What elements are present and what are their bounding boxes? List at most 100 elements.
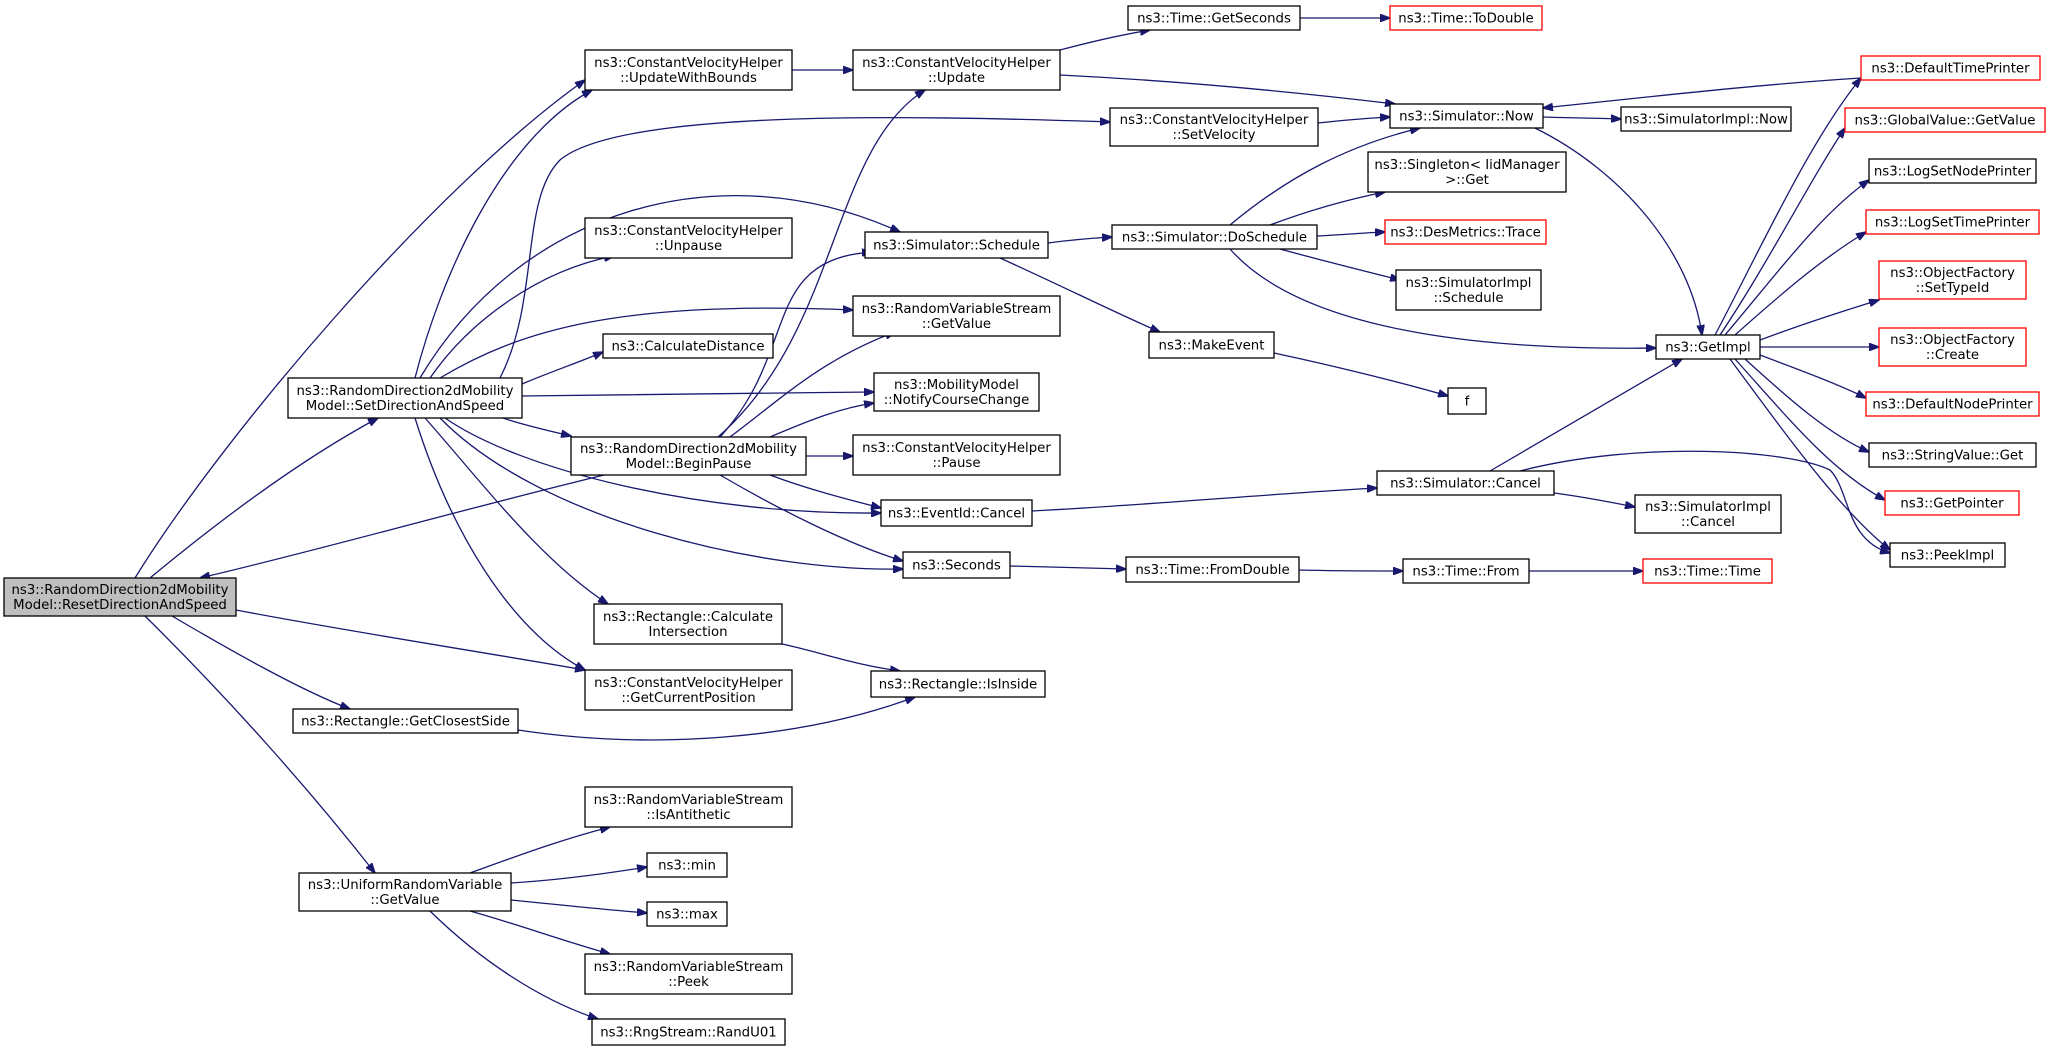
node-time_todouble[interactable]: ns3::Time::ToDouble bbox=[1389, 5, 1543, 31]
node-box bbox=[1860, 55, 2041, 81]
edge-sim_sched-to-sim_dosched bbox=[1047, 237, 1112, 244]
node-label: ns3::Time::GetSeconds bbox=[1137, 12, 1291, 27]
edge-getimpl-to-getpointer bbox=[1734, 358, 1885, 500]
node-label: ns3::DefaultNodePrinter bbox=[1872, 398, 2033, 413]
node-cvh_unpause[interactable]: ns3::ConstantVelocityHelper::Unpause bbox=[584, 217, 793, 259]
node-label: ::UpdateWithBounds bbox=[620, 71, 757, 86]
node-label: ::GetValue bbox=[370, 893, 439, 908]
node-label: ::GetCurrentPosition bbox=[621, 691, 755, 706]
node-calcdist[interactable]: ns3::CalculateDistance bbox=[602, 333, 774, 359]
node-label: ns3::RandomDirection2dMobility bbox=[11, 583, 228, 598]
node-time_fd[interactable]: ns3::Time::FromDouble bbox=[1125, 556, 1300, 583]
node-box bbox=[873, 372, 1040, 412]
node-min[interactable]: ns3::min bbox=[646, 852, 728, 878]
node-sim_cancel[interactable]: ns3::Simulator::Cancel bbox=[1376, 470, 1555, 496]
node-label: ::Create bbox=[1926, 348, 1979, 363]
edge-sim_dosched-to-sim_now bbox=[1229, 128, 1420, 226]
node-box bbox=[298, 872, 512, 912]
node-time_from[interactable]: ns3::Time::From bbox=[1402, 558, 1530, 584]
edge-sim_cancel-to-simimpl_cancel bbox=[1553, 492, 1635, 507]
edge-time_fd-to-time_from bbox=[1298, 570, 1403, 571]
edge-root-to-cvh_ub bbox=[134, 80, 585, 579]
node-sim_sched[interactable]: ns3::Simulator::Schedule bbox=[864, 231, 1049, 259]
edges-layer bbox=[134, 18, 1890, 1019]
node-label: ns3::max bbox=[656, 908, 718, 923]
node-box bbox=[852, 434, 1061, 476]
node-defnp[interactable]: ns3::DefaultNodePrinter bbox=[1865, 391, 2040, 417]
edge-setdir-to-rvs_getvalue bbox=[439, 308, 853, 379]
node-box bbox=[880, 499, 1033, 527]
node-urv[interactable]: ns3::UniformRandomVariable::GetValue bbox=[298, 872, 512, 912]
node-cvh_gcp[interactable]: ns3::ConstantVelocityHelper::GetCurrentP… bbox=[584, 669, 793, 711]
node-label: ns3::UniformRandomVariable bbox=[308, 878, 503, 893]
node-cvh_update[interactable]: ns3::ConstantVelocityHelper::Update bbox=[852, 49, 1061, 91]
node-rect_inside[interactable]: ns3::Rectangle::IsInside bbox=[870, 670, 1046, 698]
node-label: ns3::GetPointer bbox=[1900, 497, 2004, 512]
node-root[interactable]: ns3::RandomDirection2dMobilityModel::Res… bbox=[3, 577, 237, 617]
edge-cvh_update-to-sim_now bbox=[1059, 74, 1395, 104]
node-sim_now[interactable]: ns3::Simulator::Now bbox=[1389, 103, 1544, 129]
node-sim_dosched[interactable]: ns3::Simulator::DoSchedule bbox=[1111, 224, 1318, 250]
node-box bbox=[1389, 103, 1544, 129]
node-simimpl_now[interactable]: ns3::SimulatorImpl::Now bbox=[1620, 106, 1792, 132]
node-singleton[interactable]: ns3::Singleton< IidManager>::Get bbox=[1367, 151, 1567, 193]
node-randu01[interactable]: ns3::RngStream::RandU01 bbox=[591, 1018, 786, 1046]
node-seconds[interactable]: ns3::Seconds bbox=[902, 551, 1011, 579]
node-of_create[interactable]: ns3::ObjectFactory::Create bbox=[1878, 327, 2027, 367]
node-desmetrics[interactable]: ns3::DesMetrics::Trace bbox=[1384, 219, 1547, 245]
node-getclosest[interactable]: ns3::Rectangle::GetClosestSide bbox=[292, 708, 519, 734]
node-evid_cancel[interactable]: ns3::EventId::Cancel bbox=[880, 499, 1033, 527]
node-label: ::SetTypeId bbox=[1916, 281, 1990, 296]
edge-sim_sched-to-makeevent bbox=[999, 257, 1160, 332]
node-rvs_peek[interactable]: ns3::RandomVariableStream::Peek bbox=[584, 953, 793, 995]
node-mm_ncc[interactable]: ns3::MobilityModel::NotifyCourseChange bbox=[873, 372, 1040, 412]
node-beginpause[interactable]: ns3::RandomDirection2dMobilityModel::Beg… bbox=[570, 436, 807, 476]
node-max[interactable]: ns3::max bbox=[646, 901, 728, 927]
node-getpointer[interactable]: ns3::GetPointer bbox=[1884, 490, 2020, 516]
node-cvh_setvel[interactable]: ns3::ConstantVelocityHelper::SetVelocity bbox=[1109, 107, 1319, 147]
node-getimpl[interactable]: ns3::GetImpl bbox=[1655, 334, 1761, 360]
node-of_settypeid[interactable]: ns3::ObjectFactory::SetTypeId bbox=[1878, 260, 2027, 300]
node-deftp[interactable]: ns3::DefaultTimePrinter bbox=[1860, 55, 2041, 81]
edge-seconds-to-time_fd bbox=[1009, 566, 1126, 569]
node-sv_get[interactable]: ns3::StringValue::Get bbox=[1868, 442, 2037, 468]
node-label: ::Pause bbox=[932, 456, 980, 471]
node-box bbox=[870, 670, 1046, 698]
node-gv_getvalue[interactable]: ns3::GlobalValue::GetValue bbox=[1844, 107, 2046, 133]
node-setdir[interactable]: ns3::RandomDirection2dMobilityModel::Set… bbox=[287, 377, 523, 419]
node-box bbox=[646, 852, 728, 878]
node-label: ns3::MakeEvent bbox=[1159, 339, 1265, 354]
edge-setdir-to-calcdist bbox=[521, 352, 603, 385]
node-f[interactable]: f bbox=[1447, 387, 1487, 415]
node-label: ns3::Simulator::Schedule bbox=[873, 239, 1040, 254]
node-label: f bbox=[1465, 395, 1470, 410]
node-box bbox=[287, 377, 523, 419]
node-simimpl_cancel[interactable]: ns3::SimulatorImpl::Cancel bbox=[1634, 494, 1782, 534]
node-logsettp[interactable]: ns3::LogSetTimePrinter bbox=[1865, 209, 2040, 235]
edge-cvh_setvel-to-sim_now bbox=[1317, 117, 1390, 124]
node-box bbox=[593, 603, 783, 645]
node-box bbox=[1878, 260, 2027, 300]
node-time_gs[interactable]: ns3::Time::GetSeconds bbox=[1127, 5, 1301, 31]
node-rvs_getvalue[interactable]: ns3::RandomVariableStream::GetValue bbox=[852, 295, 1061, 337]
node-simimpl_sched[interactable]: ns3::SimulatorImpl::Schedule bbox=[1395, 269, 1542, 311]
node-peekimpl[interactable]: ns3::PeekImpl bbox=[1889, 542, 2006, 568]
node-label: ::Schedule bbox=[1433, 291, 1503, 306]
node-rvs_anti[interactable]: ns3::RandomVariableStream::IsAntithetic bbox=[584, 786, 793, 828]
node-cvh_ub[interactable]: ns3::ConstantVelocityHelper::UpdateWithB… bbox=[584, 49, 793, 91]
edge-beginpause-to-sim_sched bbox=[719, 252, 872, 438]
node-cvh_pause[interactable]: ns3::ConstantVelocityHelper::Pause bbox=[852, 434, 1061, 476]
node-label: ::Update bbox=[928, 71, 985, 86]
node-makeevent[interactable]: ns3::MakeEvent bbox=[1148, 331, 1275, 359]
edge-sim_dosched-to-singleton bbox=[1269, 192, 1385, 226]
node-label: ::Cancel bbox=[1681, 515, 1735, 530]
node-logsetnp[interactable]: ns3::LogSetNodePrinter bbox=[1868, 158, 2037, 184]
node-box bbox=[1402, 558, 1530, 584]
edge-setdir-to-evid_cancel bbox=[444, 417, 881, 513]
node-box bbox=[1389, 5, 1543, 31]
node-time_time[interactable]: ns3::Time::Time bbox=[1642, 558, 1773, 584]
node-label: ns3::RandomDirection2dMobility bbox=[296, 384, 513, 399]
node-box bbox=[1109, 107, 1319, 147]
edge-urv-to-min bbox=[510, 867, 647, 884]
